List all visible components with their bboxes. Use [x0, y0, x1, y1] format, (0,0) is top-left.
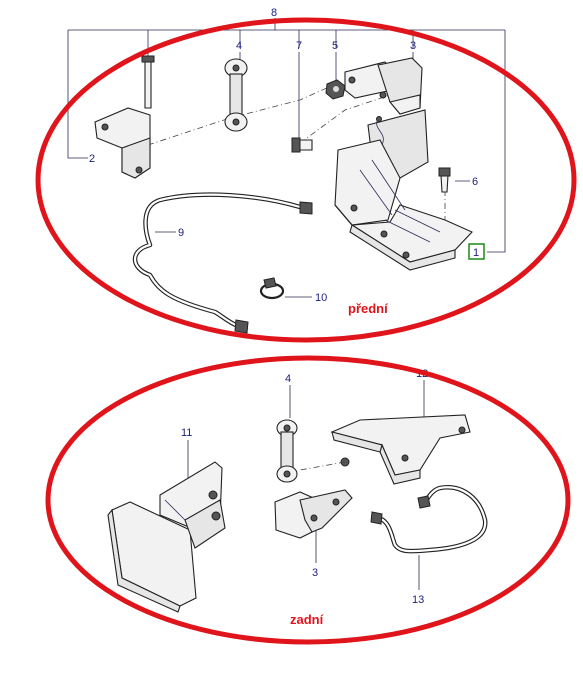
callout-10[interactable]: 10	[315, 292, 327, 304]
nut-part	[325, 79, 346, 100]
callout-11[interactable]: 11	[181, 427, 192, 439]
rear-wiring-part	[370, 485, 488, 554]
callout-2[interactable]: 2	[89, 153, 95, 165]
callout-4-rear[interactable]: 4	[285, 373, 291, 385]
callout-4-front[interactable]: 4	[236, 40, 242, 52]
front-highlight-ellipse	[35, 17, 577, 343]
callout-5[interactable]: 5	[332, 40, 338, 52]
main-bracket-part	[334, 109, 473, 271]
callout-9[interactable]: 9	[178, 227, 184, 239]
rear-bracket-part	[299, 414, 471, 485]
callout-7[interactable]: 7	[296, 40, 302, 52]
clip-part	[259, 277, 285, 300]
rear-actuator-part	[274, 489, 353, 539]
callout-13[interactable]: 13	[412, 594, 424, 606]
callout-6[interactable]: 6	[472, 176, 478, 188]
front-assembly: 8 4 7 5 3 2 6 9 1 10 přední	[35, 7, 577, 343]
rear-cover-part	[107, 461, 226, 613]
bolt-part	[291, 137, 313, 153]
rear-link-rod-part	[276, 419, 298, 483]
hinge-bracket-part	[94, 55, 155, 179]
rear-highlight-ellipse	[45, 355, 571, 645]
callout-3-rear[interactable]: 3	[312, 567, 318, 579]
callout-1[interactable]: 1	[473, 247, 479, 259]
callout-3-front[interactable]: 3	[410, 40, 416, 52]
front-region-label: přední	[348, 301, 388, 316]
link-rod-part	[224, 58, 248, 132]
leader-lines-rear	[187, 380, 425, 590]
callout-8[interactable]: 8	[271, 7, 277, 19]
rear-assembly: 11 4 12 3 13 zadní	[45, 355, 571, 645]
callout-1-highlight-box	[468, 243, 485, 260]
wiring-harness-part	[132, 192, 313, 334]
actuator-part	[344, 57, 423, 115]
rivet-part	[438, 167, 451, 193]
rear-region-label: zadní	[290, 612, 324, 627]
